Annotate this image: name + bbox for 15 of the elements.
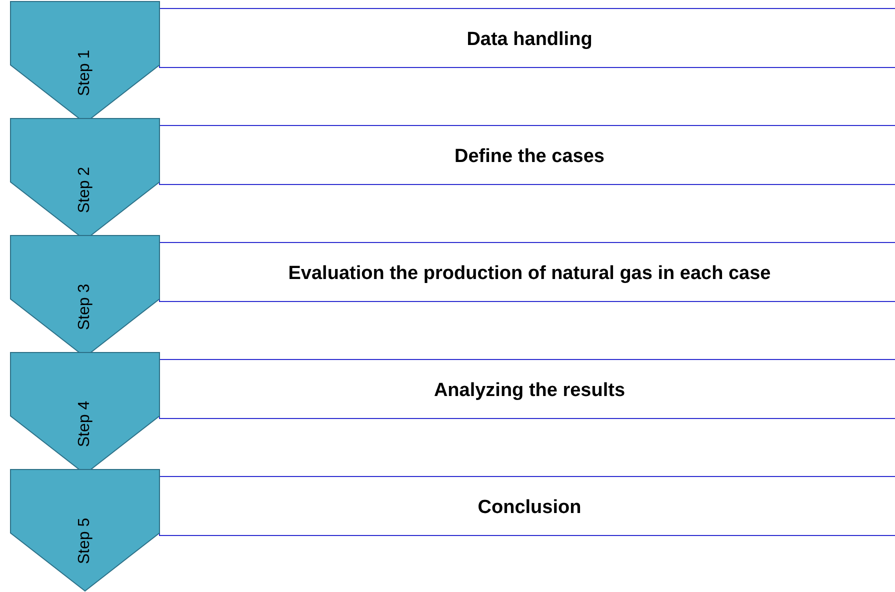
step-title: Data handling xyxy=(466,29,592,51)
step-box xyxy=(159,359,895,419)
step-label: Step 2 xyxy=(76,166,94,214)
step-box xyxy=(159,8,895,68)
step-box xyxy=(159,125,895,185)
step-title: Define the cases xyxy=(454,146,604,168)
step-label: Step 1 xyxy=(76,50,94,96)
step-title: Evaluation the production of natural gas in each case xyxy=(288,263,771,285)
step-title: Conclusion xyxy=(478,497,582,519)
step-box xyxy=(159,242,895,302)
step-label: Step 4 xyxy=(76,400,94,448)
step-title: Analyzing the results xyxy=(434,380,626,402)
step-label: Step 3 xyxy=(76,284,94,330)
step-box xyxy=(159,476,895,536)
step-label: Step 5 xyxy=(76,518,94,564)
